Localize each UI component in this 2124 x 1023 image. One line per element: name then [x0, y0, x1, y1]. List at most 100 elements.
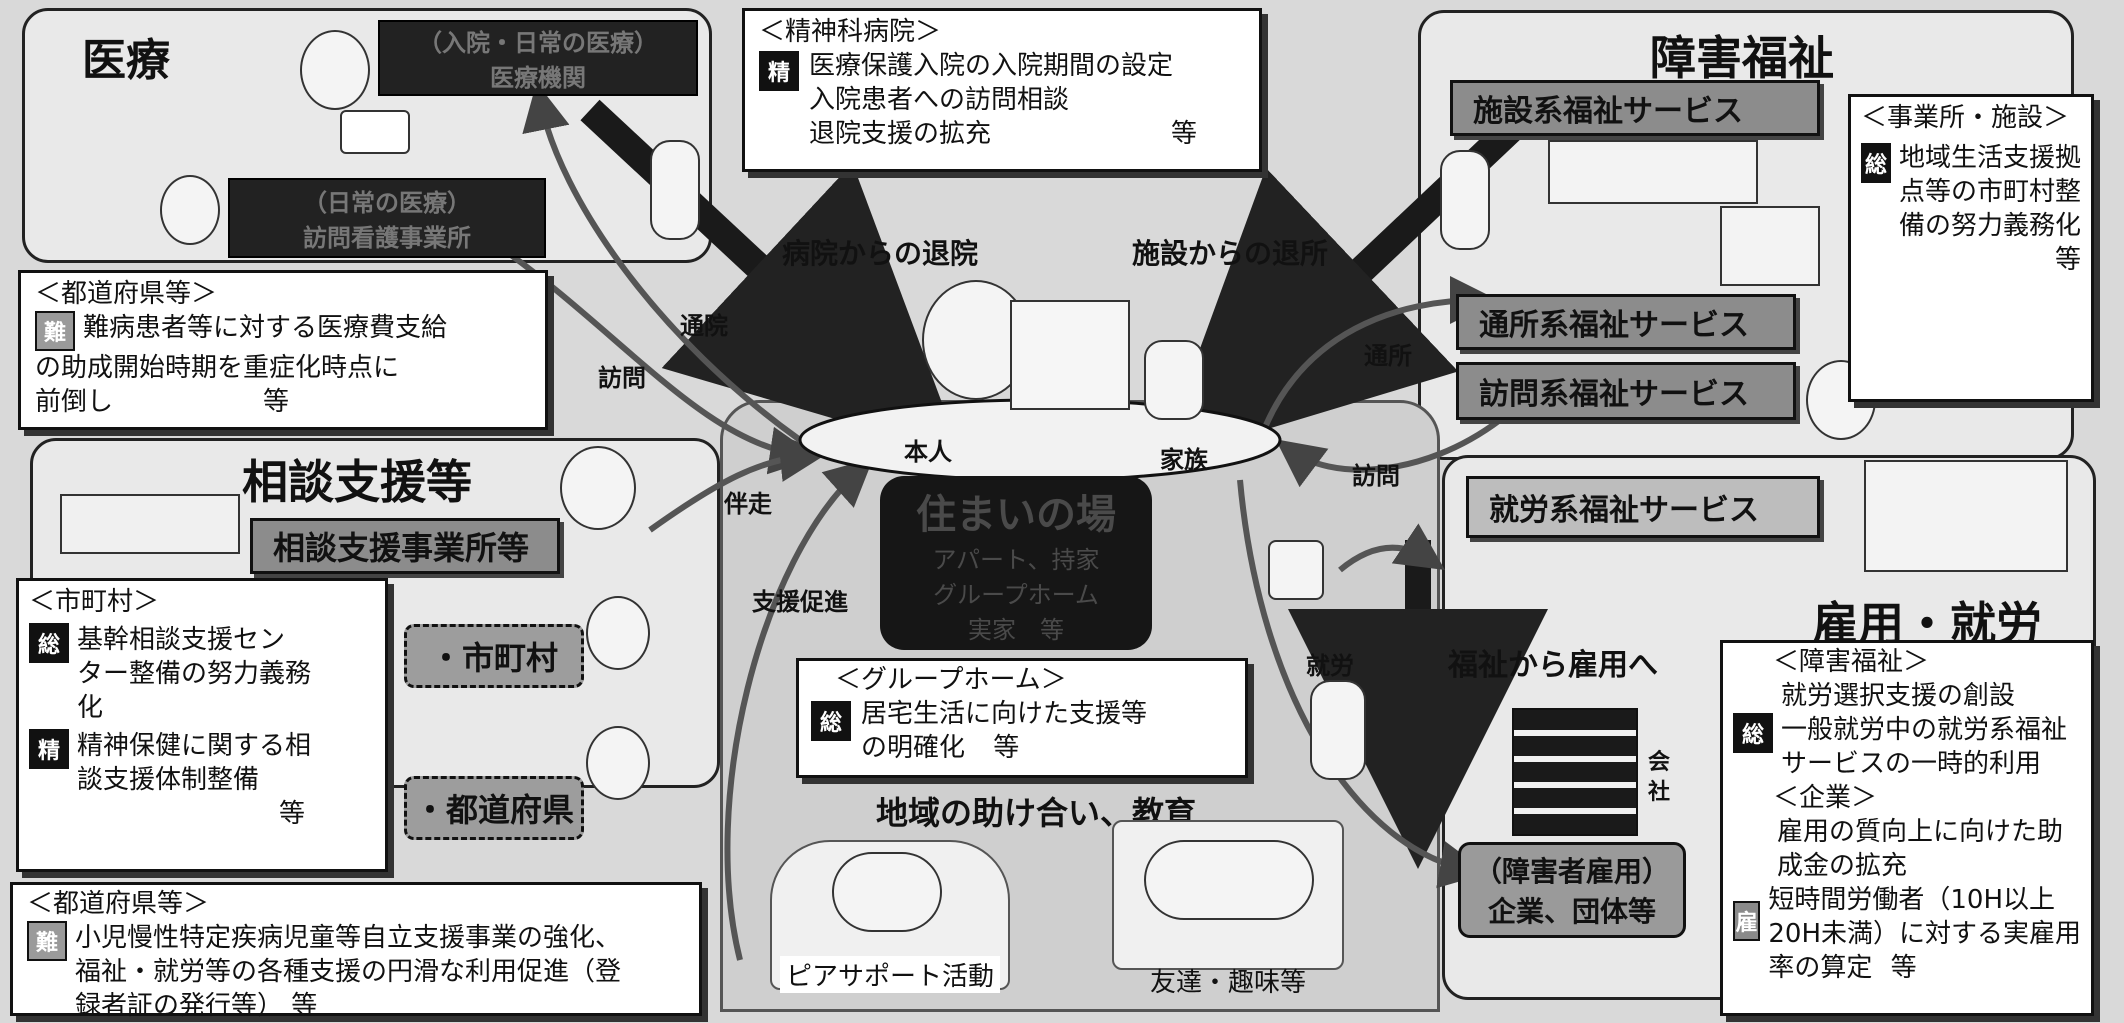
daily-care-sub: 訪問看護事業所 [303, 224, 471, 252]
muni-badge-1: 総 [29, 623, 69, 663]
consultant-icon [560, 446, 636, 530]
gh-line-2: の明確化 等 [861, 733, 1020, 763]
home-title: 住まいの場 [916, 491, 1116, 538]
company-glyph-2: 社 [1648, 780, 1671, 805]
tsuusho-flow [1257, 276, 1498, 442]
self-label: 本人 [904, 438, 952, 466]
pref-top-etc: 等 [263, 387, 290, 417]
muni-item1-line-3: 化 [77, 693, 104, 723]
friends-people-icon [1144, 840, 1314, 920]
pref-note-top: ＜都道府県等＞ 難 難病患者等に対する医療費支給 の助成開始時期を重症化時点に … [18, 270, 548, 430]
emp-line-5: 成金の拡充 [1777, 851, 1908, 881]
inpatient-sub: 医療機関 [490, 64, 586, 92]
inpatient-label: （入院・日常の医療） [418, 29, 658, 57]
pref-top-line-2: の助成開始時期を重症化時点に [35, 353, 400, 383]
emp-line-3: サービスの一時的利用 [1781, 749, 2042, 779]
psych-line-1: 医療保護入院の入院期間の設定 [809, 51, 1174, 81]
work-building-icon [1864, 460, 2068, 572]
company-building-icon [1512, 708, 1638, 836]
emp-badge-1: 総 [1733, 713, 1773, 753]
employment-note: ＜障害福祉＞ 総 就労選択支援の創設 一般就労中の就労系福祉 サービスの一時的利… [1720, 640, 2094, 1016]
emp-heading-2: ＜企業＞ [1773, 783, 1878, 813]
emp-heading-1: ＜障害福祉＞ [1773, 647, 1930, 677]
gh-etc: 等 [993, 733, 1020, 763]
consult-office-box: 相談支援事業所等 [250, 518, 560, 574]
day-service-box: 通所系福祉サービス [1456, 294, 1796, 350]
house-icon [1010, 300, 1130, 410]
bansou-label: 伴走 [724, 490, 772, 518]
peer-support-label: ピアサポート活動 [780, 956, 1001, 993]
home-box: 住まいの場 アパート、持家 グループホーム 実家 等 [880, 476, 1152, 650]
pref-bottom-heading: ＜都道府県等＞ [27, 889, 210, 919]
emp-line-1: 就労選択支援の創設 [1781, 681, 2016, 711]
muni-item2-line-1: 精神保健に関する相 [77, 731, 312, 761]
office-badge: 総 [1861, 143, 1891, 183]
emp-line-7: 20H未満）に対する実雇用 [1768, 919, 2081, 949]
bansou-flow [648, 434, 828, 533]
office-line-1: 地域生活支援拠 [1898, 143, 2081, 173]
pref-bottom-etc: 等 [291, 991, 318, 1021]
emp-line-8: 率の算定 等 [1768, 953, 1917, 983]
emp-badge-2: 雇 [1733, 901, 1761, 941]
employer-label: （障害者雇用） [1473, 855, 1670, 888]
welfare-title: 障害福祉 [1650, 31, 1834, 85]
prefecture-box: ・都道府県 [404, 776, 584, 840]
discharge-facility-label: 施設からの退所 [1132, 237, 1329, 270]
consult-title: 相談支援等 [242, 455, 472, 509]
emp-etc: 等 [1890, 953, 1917, 983]
pref-top-line-3: 前倒し等 [35, 387, 290, 417]
gh-badge: 総 [811, 701, 851, 741]
daily-care-label: （日常の医療） [303, 189, 471, 217]
psych-badge: 精 [759, 51, 799, 91]
tsuusho-label: 通所 [1364, 342, 1412, 370]
office-worker-icon [1268, 540, 1324, 600]
group-home-note: ＜グループホーム＞ 総 居宅生活に向けた支援等 の明確化 等 [796, 658, 1248, 778]
home-item-1: アパート、持家 [932, 545, 1100, 574]
facility-building-icon [1548, 140, 1758, 204]
psych-etc: 等 [1171, 119, 1198, 149]
pref-bottom-line-3: 録者証の発行等） 等 [75, 991, 318, 1021]
municipal-staff-icon [586, 596, 650, 670]
shien-flow [724, 457, 874, 961]
self-family-ellipse [798, 398, 1282, 482]
office-line-2: 点等の市町村整 [1898, 177, 2081, 207]
muni-item1-line-2: ター整備の努力義務 [77, 659, 312, 689]
friends-box [1112, 820, 1344, 970]
shuurou-flow [1237, 479, 1488, 889]
houmon-left-label: 訪問 [598, 364, 646, 392]
psych-line-2: 入院患者への訪問相談 [809, 85, 1070, 115]
shien-label: 支援促進 [752, 588, 848, 616]
houmon-right-flow [1275, 417, 1502, 488]
office-facility-note: ＜事業所・施設＞ 総 地域生活支援拠 点等の市町村整 備の努力義務化 等 [1848, 94, 2094, 402]
psych-heading: ＜精神科病院＞ [759, 17, 942, 47]
peer-people-icon [832, 852, 942, 932]
doctor-icon [300, 30, 370, 110]
office-heading: ＜事業所・施設＞ [1861, 103, 2070, 133]
muni-etc: 等 [279, 799, 306, 829]
consult-building-icon [60, 494, 240, 554]
transition-label: 福祉から雇用へ [1448, 648, 1658, 683]
family-icon [1144, 340, 1204, 420]
employer-box: （障害者雇用） 企業、団体等 [1458, 842, 1686, 938]
walking-patient-icon [650, 140, 700, 240]
ambulance-icon [340, 110, 410, 154]
friends-label: 友達・趣味等 [1150, 968, 1307, 998]
psych-line-3: 退院支援の拡充等 [809, 119, 1198, 149]
shuurou-label: 就労 [1306, 652, 1354, 680]
muni-badge-2: 精 [29, 729, 69, 769]
office-etc: 等 [2054, 245, 2081, 275]
pref-bottom-line-2: 福祉・就労等の各種支援の円滑な利用促進（登 [75, 957, 622, 987]
emp-line-4: 雇用の質向上に向けた助 [1777, 817, 2064, 847]
houmon-right-label: 訪問 [1352, 462, 1400, 490]
commuter-icon [1310, 680, 1366, 780]
pref-bottom-line-1: 小児慢性特定疾病児童等自立支援事業の強化、 [75, 923, 622, 953]
muni-item2-line-2: 談支援体制整備 [77, 765, 260, 795]
tsuuin-flow [522, 82, 802, 443]
pref-bottom-badge: 難 [27, 921, 67, 961]
employer-sub: 企業、団体等 [1487, 895, 1656, 928]
tsuuin-label: 通院 [680, 312, 728, 340]
office-line-3: 備の努力義務化 [1898, 211, 2081, 241]
visit-service-box: 訪問系福祉サービス [1456, 362, 1796, 420]
pref-top-heading: ＜都道府県等＞ [35, 279, 218, 309]
discharge-hospital-label: 病院からの退院 [782, 237, 979, 270]
